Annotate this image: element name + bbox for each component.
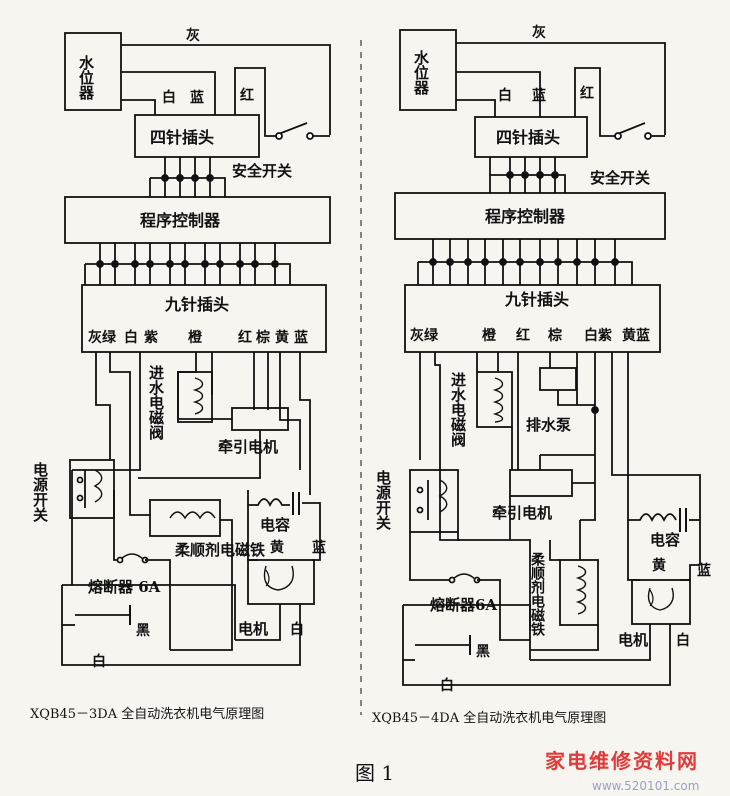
left-label-power-switch: 电源开关 [31,461,49,523]
right-label-red: 红 [580,85,594,102]
right-four-pin-connector [474,116,588,158]
left-fuse [119,553,145,561]
right-nine-pin-connector [404,284,661,353]
right-label-inlet-valve: 进水电磁阀 [449,372,467,448]
right-diagram [394,29,701,686]
left-power-switch [69,459,115,519]
left-label-red: 红 [240,87,254,104]
right-label-bottom-white: 白 [440,677,454,694]
right-label-fuse: 熔断器6A [430,596,497,614]
left-label-inlet-valve: 进水电磁阀 [147,365,165,441]
right-label-motor: 电机 [618,631,648,649]
right-label-cap-blue: 蓝 [697,562,711,579]
left-motor [247,559,315,605]
right-label-cap-yellow: 黄 [652,557,666,574]
right-label-controller: 程序控制器 [485,207,566,226]
right-power-switch [409,469,459,533]
left-nine-pin-connector [81,284,327,353]
left-pin-label-3: 橙 [188,329,203,346]
left-label-nine-pin: 九针插头 [164,295,229,314]
left-label-fuse: 熔断器 6A [88,578,161,596]
left-label-gray: 灰 [186,27,200,44]
right-label-water-level: 水位器 [412,49,430,96]
figure-label: 图 1 [355,761,394,785]
right-pin-label-0: 灰绿 [410,327,439,344]
left-program-controller [64,196,331,244]
left-four-pin-connector [134,114,260,158]
left-label-softener: 柔顺剂电磁铁 [175,541,265,559]
right-label-black: 黑 [476,644,490,660]
left-nine-pin-leads [84,243,291,285]
right-label-clutch-motor: 牵引电机 [492,504,552,522]
right-label-four-pin: 四针插头 [496,128,560,147]
right-label-capacitor: 电容 [650,531,680,549]
right-label-safety-switch: 安全开关 [590,169,650,187]
left-label-four-pin: 四针插头 [150,128,214,147]
left-diagram [61,32,331,666]
right-softener-valve [559,559,599,626]
left-pin-label-2: 紫 [144,329,158,346]
left-pin-label-0: 灰绿 [88,329,117,346]
right-fuse [451,573,477,581]
right-pin-label-3: 棕 [547,327,562,344]
right-label-drain-pump: 排水泵 [526,416,571,434]
right-pin-label-2: 红 [516,327,530,344]
right-label-motor-white: 白 [676,632,690,649]
left-pin-label-5: 棕 [255,329,270,346]
right-four-pin-leads [489,157,566,193]
left-label-water-level-1: 水位器 [77,54,95,101]
left-pin-label-1: 白 [124,329,138,346]
left-label-blue: 蓝 [190,89,204,106]
right-label-softener: 柔顺剂电磁铁 [529,552,546,637]
right-drain-pump [539,367,577,391]
right-program-controller [394,192,666,240]
left-caption: XQB45－3DA 全自动洗衣机电气原理图 [30,706,264,722]
left-label-cap-yellow: 黄 [270,539,284,556]
left-label-controller: 程序控制器 [140,211,221,230]
left-inlet-valve [177,371,213,423]
right-inlet-valve [476,371,513,428]
left-label-cap-blue: 蓝 [312,539,326,556]
left-label-bottom-white: 白 [92,653,106,670]
right-label-blue: 蓝 [532,87,546,104]
watermark-name: 家电维修资料网 [545,749,699,773]
left-label-safety-switch: 安全开关 [232,162,292,180]
left-label-motor-white: 白 [290,621,304,638]
left-pin-label-6: 黄 [275,329,289,346]
left-label-black: 黑 [136,623,150,639]
right-caption: XQB45－4DA 全自动洗衣机电气原理图 [372,710,606,726]
left-label-white: 白 [162,89,176,106]
right-clutch-motor [509,469,573,497]
right-nine-pin-leads [417,239,633,285]
watermark-url: www.520101.com [592,779,699,793]
left-softener-valve [149,499,221,537]
left-label-clutch-motor: 牵引电机 [218,438,278,456]
right-label-nine-pin: 九针插头 [504,290,569,309]
left-label-capacitor: 电容 [260,516,290,534]
right-pin-label-4: 白紫 [584,327,612,344]
left-label-motor: 电机 [238,620,268,638]
left-pin-label-7: 蓝 [294,329,308,346]
left-pin-label-4: 红 [238,329,252,346]
right-pin-label-5: 黄蓝 [622,327,650,344]
right-pin-label-1: 橙 [482,327,497,344]
right-motor [631,579,691,625]
left-four-pin-leads [149,157,226,197]
right-label-white: 白 [498,87,512,104]
right-label-power-switch: 电源开关 [374,469,392,531]
right-label-gray: 灰 [532,24,546,41]
right-water-level-box [399,29,457,111]
